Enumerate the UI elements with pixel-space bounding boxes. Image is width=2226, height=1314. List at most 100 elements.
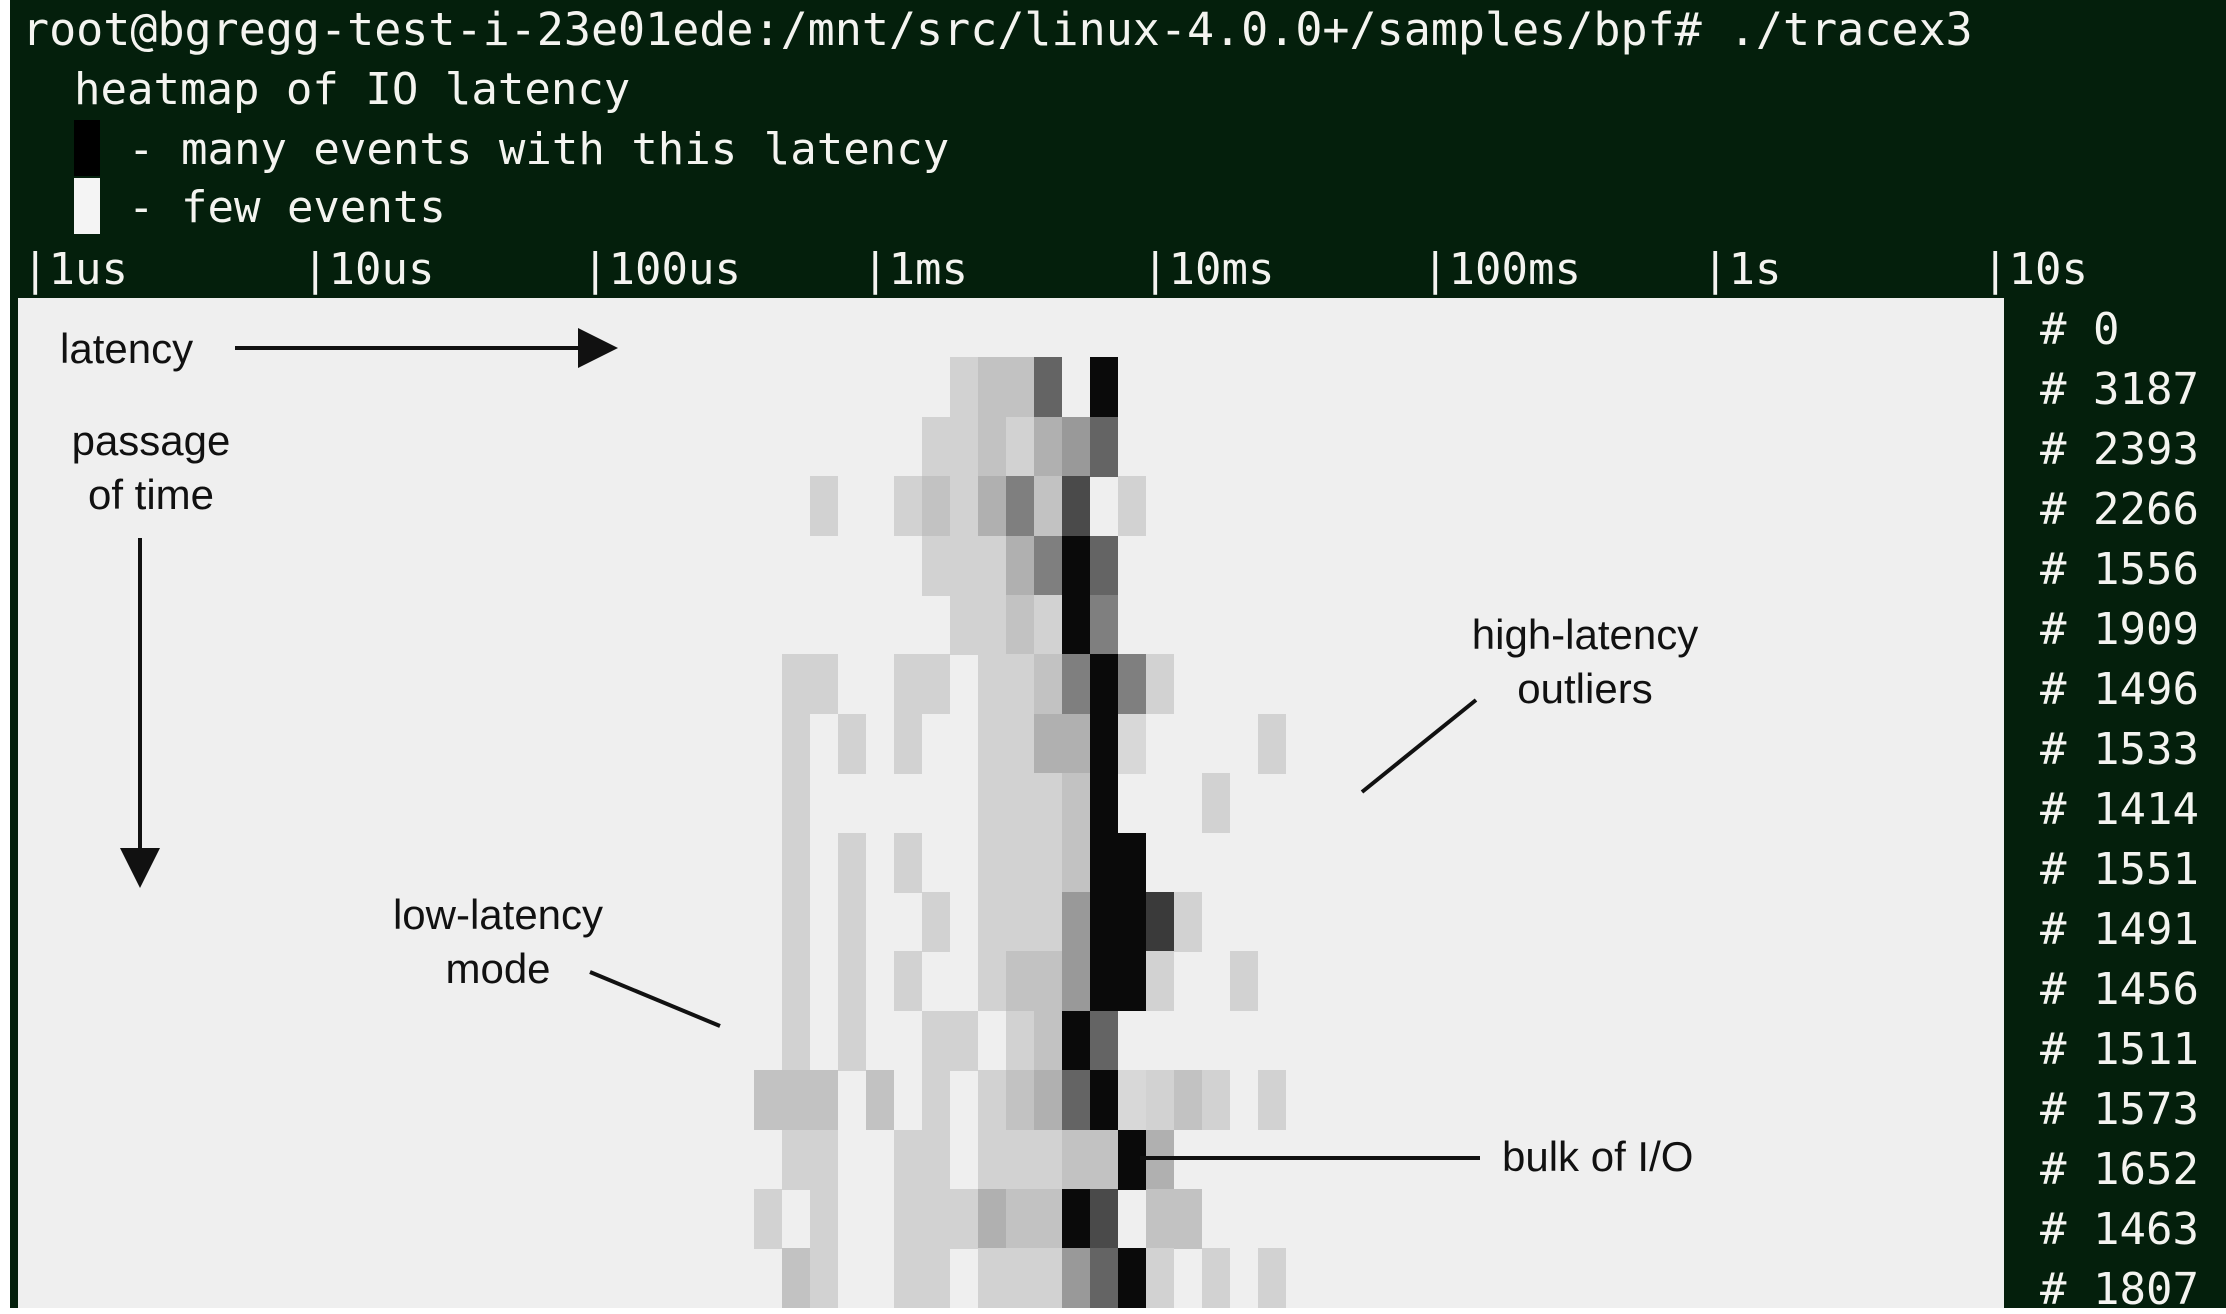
heatmap-cell [1006,1010,1034,1071]
legend-many-label: - many events with this latency [128,124,950,175]
heatmap-cell [1118,832,1146,893]
heatmap-cell [1118,713,1146,774]
heatmap-cell [1034,1189,1062,1249]
heatmap-cell [810,1129,838,1190]
heatmap-cell [754,1189,782,1249]
heatmap-cell [782,1010,810,1071]
heatmap-cell [1062,773,1090,834]
heatmap-cell [922,1070,950,1131]
heatmap-cell [838,832,866,893]
heatmap-cell [922,535,950,596]
heatmap-cell [1062,476,1090,537]
row-count: # 1463 [2040,1204,2199,1255]
heatmap-cell [1006,1189,1034,1249]
passage-annotation: passage of time [71,417,231,518]
heatmap-cell [1090,1129,1118,1190]
heatmap-cell [1090,1010,1118,1071]
heatmap-cell [922,1248,950,1308]
heatmap-cell [950,595,978,655]
tick-100ms: |100ms [1422,244,1581,295]
heatmap-cell [1062,832,1090,893]
heatmap-cell [950,416,978,477]
heatmap-cell [1118,892,1146,952]
heatmap-cell [1258,1248,1286,1308]
heatmap-cell [810,476,838,537]
heatmap-cell [1062,1189,1090,1249]
heatmap-cell [838,713,866,774]
heatmap-cell [922,1129,950,1190]
heatmap-cell [1062,1070,1090,1131]
legend-few-label: - few events [128,182,446,233]
heatmap-cell [1006,654,1034,715]
legend-light-swatch [74,178,100,234]
heatmap-cell [978,357,1006,418]
heatmap-cell [1006,892,1034,952]
heatmap-cell [1034,1129,1062,1190]
heatmap-cell [1062,892,1090,952]
heatmap-cell [1006,535,1034,596]
heatmap-cell [978,1129,1006,1190]
tick-10s: |10s [1982,244,2088,295]
heatmap-cell [1034,595,1062,655]
heatmap-cell [1090,416,1118,477]
heatmap-cell [754,1070,782,1131]
heatmap-cell [1090,535,1118,596]
row-count: # 2393 [2040,424,2199,475]
heatmap-cell [782,892,810,952]
heatmap-cell [1006,951,1034,1012]
tick-1ms: |1ms [862,244,968,295]
heatmap-cell [1202,1070,1230,1131]
heatmap-cell [978,713,1006,774]
heatmap-cell [1202,1248,1230,1308]
heatmap-cell [1034,1248,1062,1308]
heatmap-cell [978,832,1006,893]
heatmap-cell [1202,773,1230,834]
heatmap-cell [1090,1070,1118,1131]
heatmap-cell [1090,595,1118,655]
heatmap-cell [1062,654,1090,715]
heatmap-cell [1006,476,1034,537]
heatmap-cell [1034,773,1062,834]
heatmap-cell [894,1189,922,1249]
high-latency-annotation: high-latency outliers [1471,611,1699,712]
row-count: # 1556 [2040,544,2199,595]
heatmap-cell [1006,773,1034,834]
heatmap-cell [1090,357,1118,418]
heatmap-cell [1034,357,1062,418]
heatmap-cell [1006,713,1034,774]
heatmap-cell [978,1248,1006,1308]
heatmap-cell [1034,535,1062,596]
heatmap-cell [978,773,1006,834]
heatmap-cell [1174,1070,1202,1131]
heatmap-cell [1034,654,1062,715]
heatmap-cell [1062,713,1090,774]
heatmap-cell [1118,654,1146,715]
heatmap-cell [810,1070,838,1131]
heatmap-cell [782,713,810,774]
heatmap-cell [894,951,922,1012]
heatmap-cell [1146,892,1174,952]
heatmap-cell [782,832,810,893]
row-count: # 1533 [2040,724,2199,775]
heatmap-cell [922,654,950,715]
heatmap-cell [1258,1070,1286,1131]
heatmap-cell [950,1189,978,1249]
heatmap-cell [950,476,978,537]
heatmap-cell [782,1248,810,1308]
heatmap-cell [782,654,810,715]
heatmap-cell [950,357,978,418]
heatmap-cell [782,1070,810,1131]
heatmap-cell [1034,476,1062,537]
heatmap-cell [1090,654,1118,715]
heatmap-cell [1118,1070,1146,1131]
heatmap-cell [1034,892,1062,952]
heatmap-cell [782,951,810,1012]
latency-heatmap [18,298,2004,1308]
high-latency-pointer [1360,698,1478,794]
row-count: # 0 [2040,304,2120,355]
row-count: # 1496 [2040,664,2199,715]
row-count: # 1491 [2040,904,2199,955]
heatmap-cell [1006,1248,1034,1308]
tick-1s: |1s [1702,244,1782,295]
